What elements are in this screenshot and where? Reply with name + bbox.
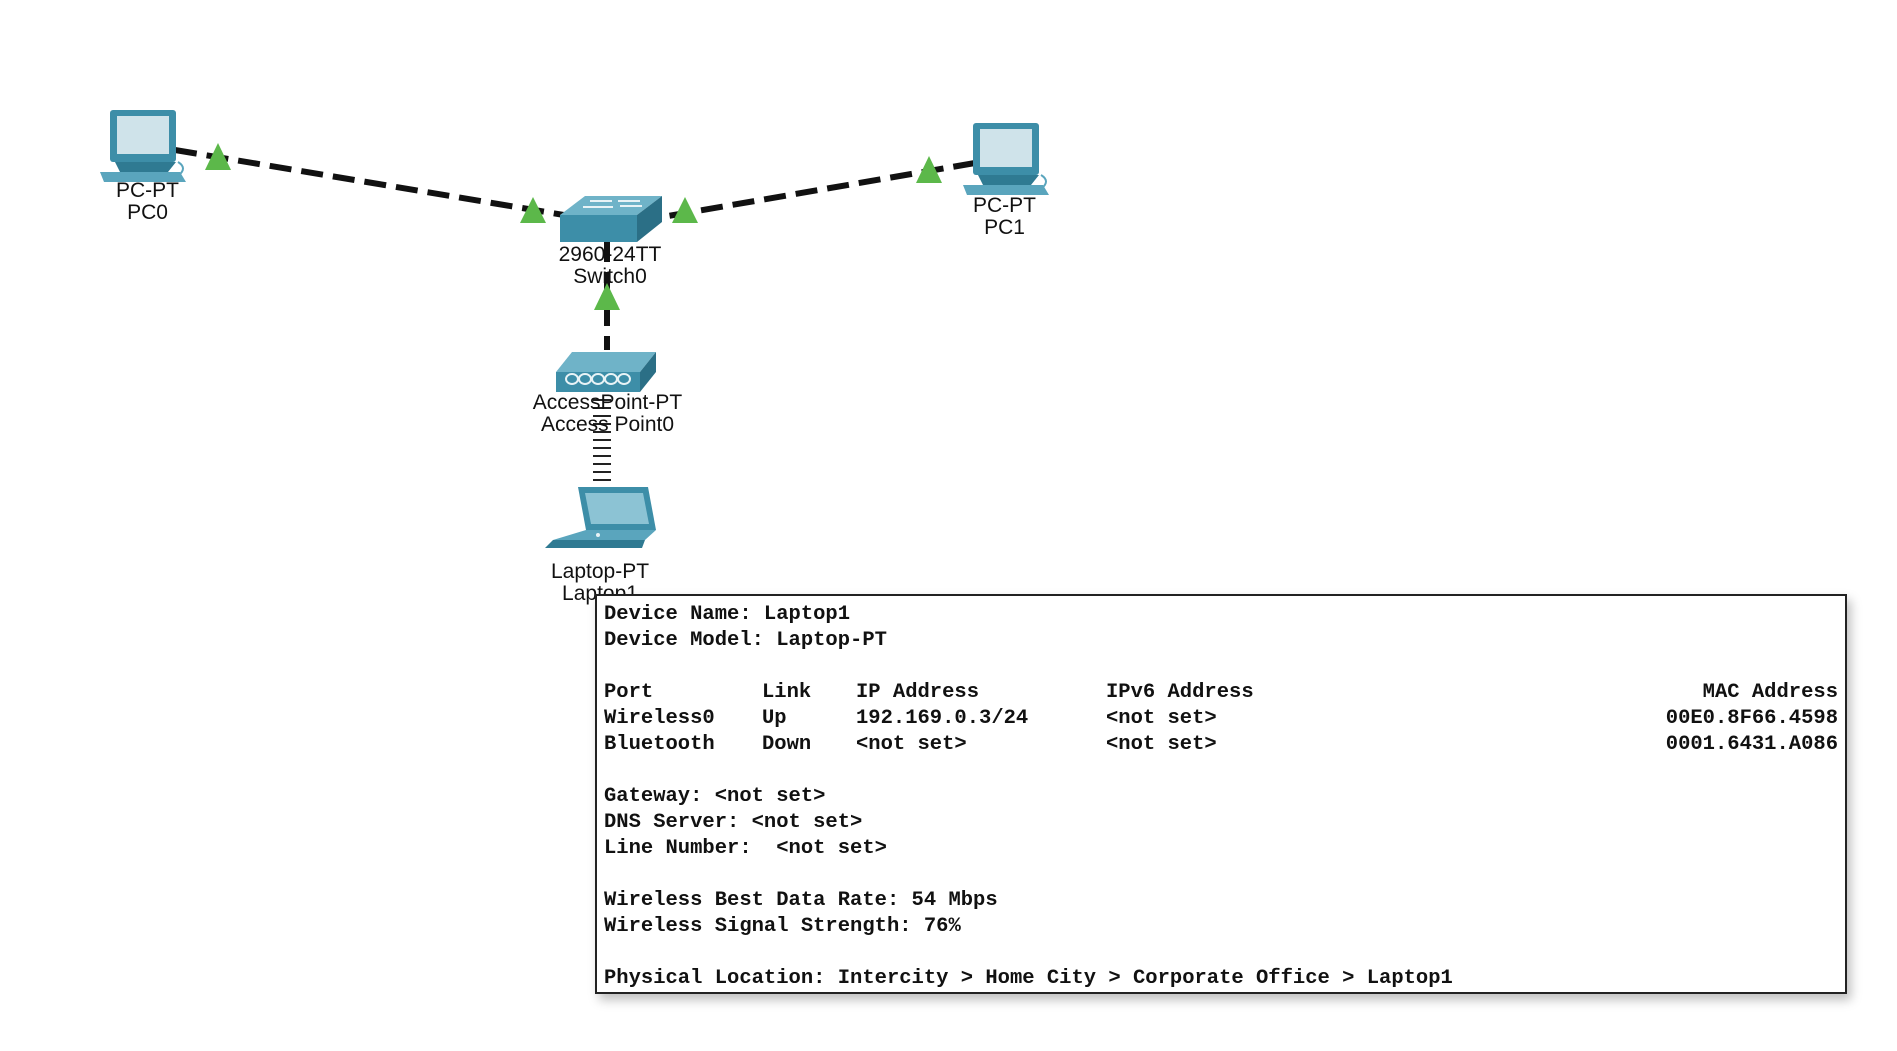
port-name: Bluetooth xyxy=(604,733,715,756)
wireless-link-ap0-laptop1 xyxy=(593,399,611,481)
port-name: Wireless0 xyxy=(604,707,715,730)
port-mac: 00E0.8F66.4598 xyxy=(1665,707,1838,730)
gateway-line: Gateway: <not set> xyxy=(604,785,826,808)
link-up-indicator xyxy=(205,143,231,170)
link-pc0-switch0 xyxy=(174,147,571,219)
port-ipv6: <not set> xyxy=(1106,733,1217,756)
header-ip: IP Address xyxy=(856,681,980,704)
signal-strength-line: Wireless Signal Strength: 76% xyxy=(604,915,961,938)
link-up-indicator xyxy=(672,197,698,223)
header-port: Port xyxy=(604,681,654,704)
dns-line: DNS Server: <not set> xyxy=(604,811,863,834)
line-number-line: Line Number: <not set> xyxy=(604,837,887,860)
port-ipv6: <not set> xyxy=(1106,707,1217,730)
pc1-label: PC-PT PC1 xyxy=(952,195,1057,239)
pc0-label: PC-PT PC0 xyxy=(95,180,200,224)
port-table-header: Port Link IP Address IPv6 Address MAC Ad… xyxy=(604,680,1838,706)
ap0-name: Access Point0 xyxy=(540,413,675,436)
header-mac: MAC Address xyxy=(1702,681,1838,704)
switch-icon xyxy=(560,196,662,242)
port-mac: 0001.6431.A086 xyxy=(1665,733,1838,756)
pc1-name: PC1 xyxy=(984,216,1025,239)
table-row: Bluetooth Down <not set> <not set> 0001.… xyxy=(604,732,1838,758)
ap0-label: AccessPoint-PT Access Point0 xyxy=(520,392,695,436)
switch0-label: 2960-24TT Switch0 xyxy=(530,244,690,288)
access-point-icon xyxy=(556,352,656,392)
link-up-indicator xyxy=(520,197,546,223)
physical-location-line: Physical Location: Intercity > Home City… xyxy=(604,967,1453,990)
link-up-indicator xyxy=(594,283,620,310)
pc0-model: PC-PT xyxy=(116,179,179,202)
port-link: Down xyxy=(762,733,812,756)
pc1-icon xyxy=(963,123,1049,195)
laptop-icon xyxy=(545,487,656,548)
header-link: Link xyxy=(762,681,812,704)
link-up-indicator xyxy=(916,156,942,183)
port-ip: <not set> xyxy=(856,733,967,756)
device-model-line: Device Model: Laptop-PT xyxy=(604,629,887,652)
switch0-model: 2960-24TT xyxy=(558,243,662,266)
pc0-icon xyxy=(100,110,186,182)
device-name-line: Device Name: Laptop1 xyxy=(604,603,851,626)
laptop1-model: Laptop-PT xyxy=(550,560,650,583)
table-row: Wireless0 Up 192.169.0.3/24 <not set> 00… xyxy=(604,706,1838,732)
ap0-model: AccessPoint-PT xyxy=(532,391,683,414)
port-ip: 192.169.0.3/24 xyxy=(856,707,1029,730)
switch0-name: Switch0 xyxy=(573,265,647,288)
port-link: Up xyxy=(762,707,787,730)
data-rate-line: Wireless Best Data Rate: 54 Mbps xyxy=(604,889,998,912)
pc0-name: PC0 xyxy=(127,201,168,224)
pc1-model: PC-PT xyxy=(973,194,1036,217)
header-ipv6: IPv6 Address xyxy=(1106,681,1254,704)
device-info-tooltip: Device Name: Laptop1 Device Model: Lapto… xyxy=(595,594,1847,994)
